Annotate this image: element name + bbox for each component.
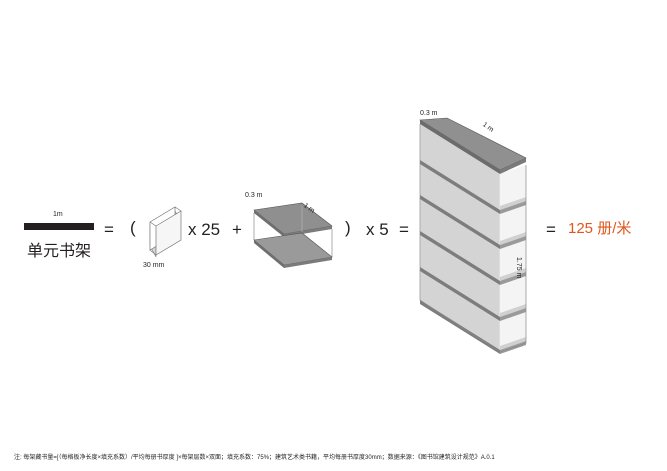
unit-bar-length-label: 1m bbox=[53, 211, 63, 218]
shelf-depth-label: 0.3 m bbox=[245, 192, 263, 199]
multiplier-25: x 25 bbox=[188, 220, 221, 239]
open-parenthesis: ( bbox=[130, 218, 136, 237]
book-icon bbox=[149, 206, 182, 258]
result-value: 125 册/米 bbox=[568, 220, 632, 237]
bookcase-shelf-board bbox=[420, 267, 526, 321]
equals-sign-3: = bbox=[546, 220, 556, 239]
bookcase-icon bbox=[419, 117, 527, 354]
unit-bar bbox=[24, 223, 94, 230]
bookcase-shelf-board bbox=[420, 195, 526, 249]
equals-sign-1: = bbox=[104, 220, 114, 239]
bookcase-depth-label: 0.3 m bbox=[420, 110, 438, 117]
close-parenthesis: ) bbox=[345, 218, 351, 237]
book-thickness-label: 30 mm bbox=[143, 262, 165, 269]
plus-sign: + bbox=[232, 220, 242, 239]
footnote: 注: 每架藏书量=[（每格板净长度×填充系数）/平均每册书厚度 ]×每架层数×双… bbox=[14, 455, 495, 461]
bookcase-shelf-board bbox=[420, 231, 526, 285]
bookcase-shelf-board bbox=[420, 160, 526, 214]
shelf-module-icon bbox=[253, 202, 333, 268]
unit-bookshelf-title: 单元书架 bbox=[27, 243, 92, 260]
equals-sign-2: = bbox=[399, 220, 409, 239]
multiplier-5: x 5 bbox=[366, 220, 389, 239]
bookcase-height-label: 1.75 m bbox=[515, 257, 522, 279]
